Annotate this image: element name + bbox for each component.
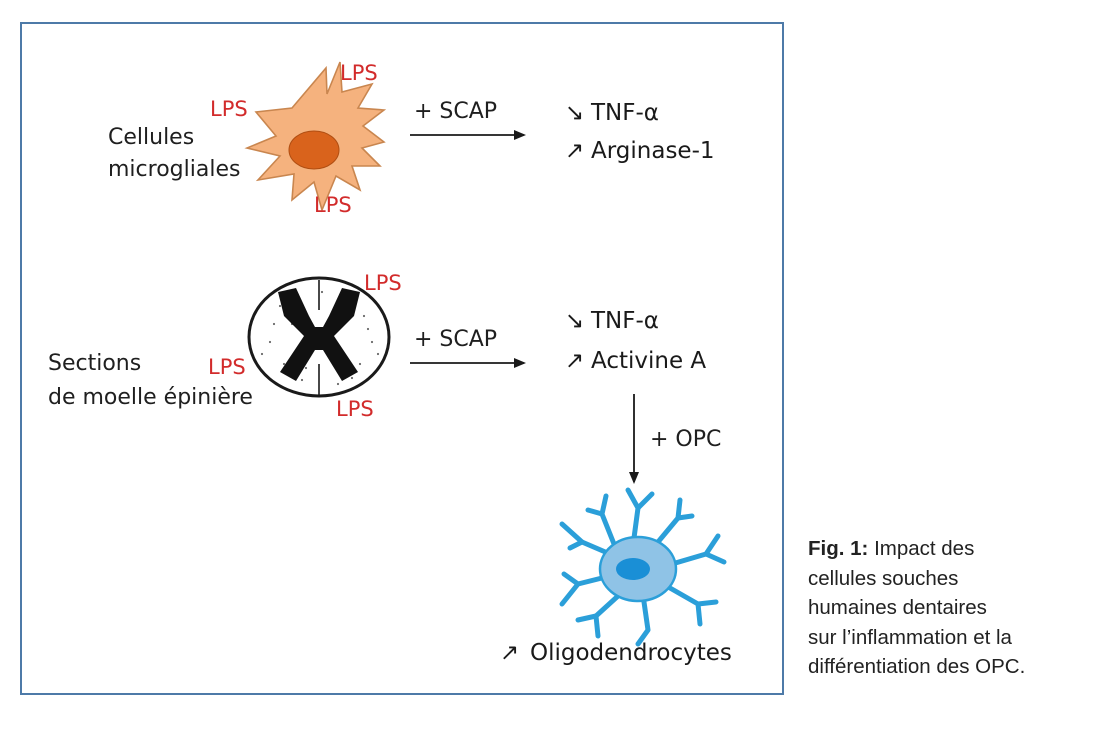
diagram-frame: Cellules microgliales LPS LPS LPS + SCAP… [20, 22, 784, 695]
result-arginase-1: Arginase-1 [591, 138, 715, 164]
up-marker: ↗ [565, 348, 584, 374]
lps-label: LPS [314, 193, 352, 217]
up-marker: ↗ [500, 640, 519, 666]
microglia-label-line2: microgliales [108, 157, 240, 182]
down-marker: ↘ [565, 308, 584, 334]
result-activine-a: Activine A [591, 348, 706, 374]
down-marker: ↘ [565, 100, 584, 126]
caption-line: différentiation des OPC. [808, 655, 1026, 678]
microglia-cell-icon [244, 61, 387, 213]
figure-caption: Fig. 1: Impact des cellules souches huma… [808, 534, 1098, 682]
oligodendrocyte-icon [559, 487, 727, 647]
spinal-cord-section-icon [247, 276, 391, 398]
lps-label: LPS [208, 355, 246, 379]
lps-label: LPS [340, 61, 378, 85]
caption-line: humaines dentaires [808, 596, 987, 619]
result-tnf-alpha: TNF-α [590, 308, 659, 334]
caption-line: cellules souches [808, 566, 959, 590]
spinal-cord-label-line2: de moelle épinière [48, 385, 253, 410]
diagram-canvas: Cellules microgliales LPS LPS LPS + SCAP… [48, 61, 732, 666]
treatment-label: + SCAP [414, 99, 497, 124]
lps-label: LPS [210, 97, 248, 121]
result-oligodendrocytes: Oligodendrocytes [530, 640, 732, 666]
figure-label: Fig. 1: [808, 537, 869, 560]
caption-line: Fig. 1: Impact des [808, 534, 1098, 564]
up-marker: ↗ [565, 138, 584, 164]
microglia-label-line1: Cellules [108, 125, 194, 150]
spinal-cord-label-line1: Sections [48, 351, 141, 376]
treatment-label: + SCAP [414, 327, 497, 352]
caption-text: Impact des [874, 537, 975, 560]
caption-line: sur l’inflammation et la [808, 625, 1012, 649]
result-tnf-alpha: TNF-α [590, 100, 659, 126]
lps-label: LPS [336, 397, 374, 421]
opc-treatment-label: + OPC [650, 427, 721, 452]
lps-label: LPS [364, 271, 402, 295]
